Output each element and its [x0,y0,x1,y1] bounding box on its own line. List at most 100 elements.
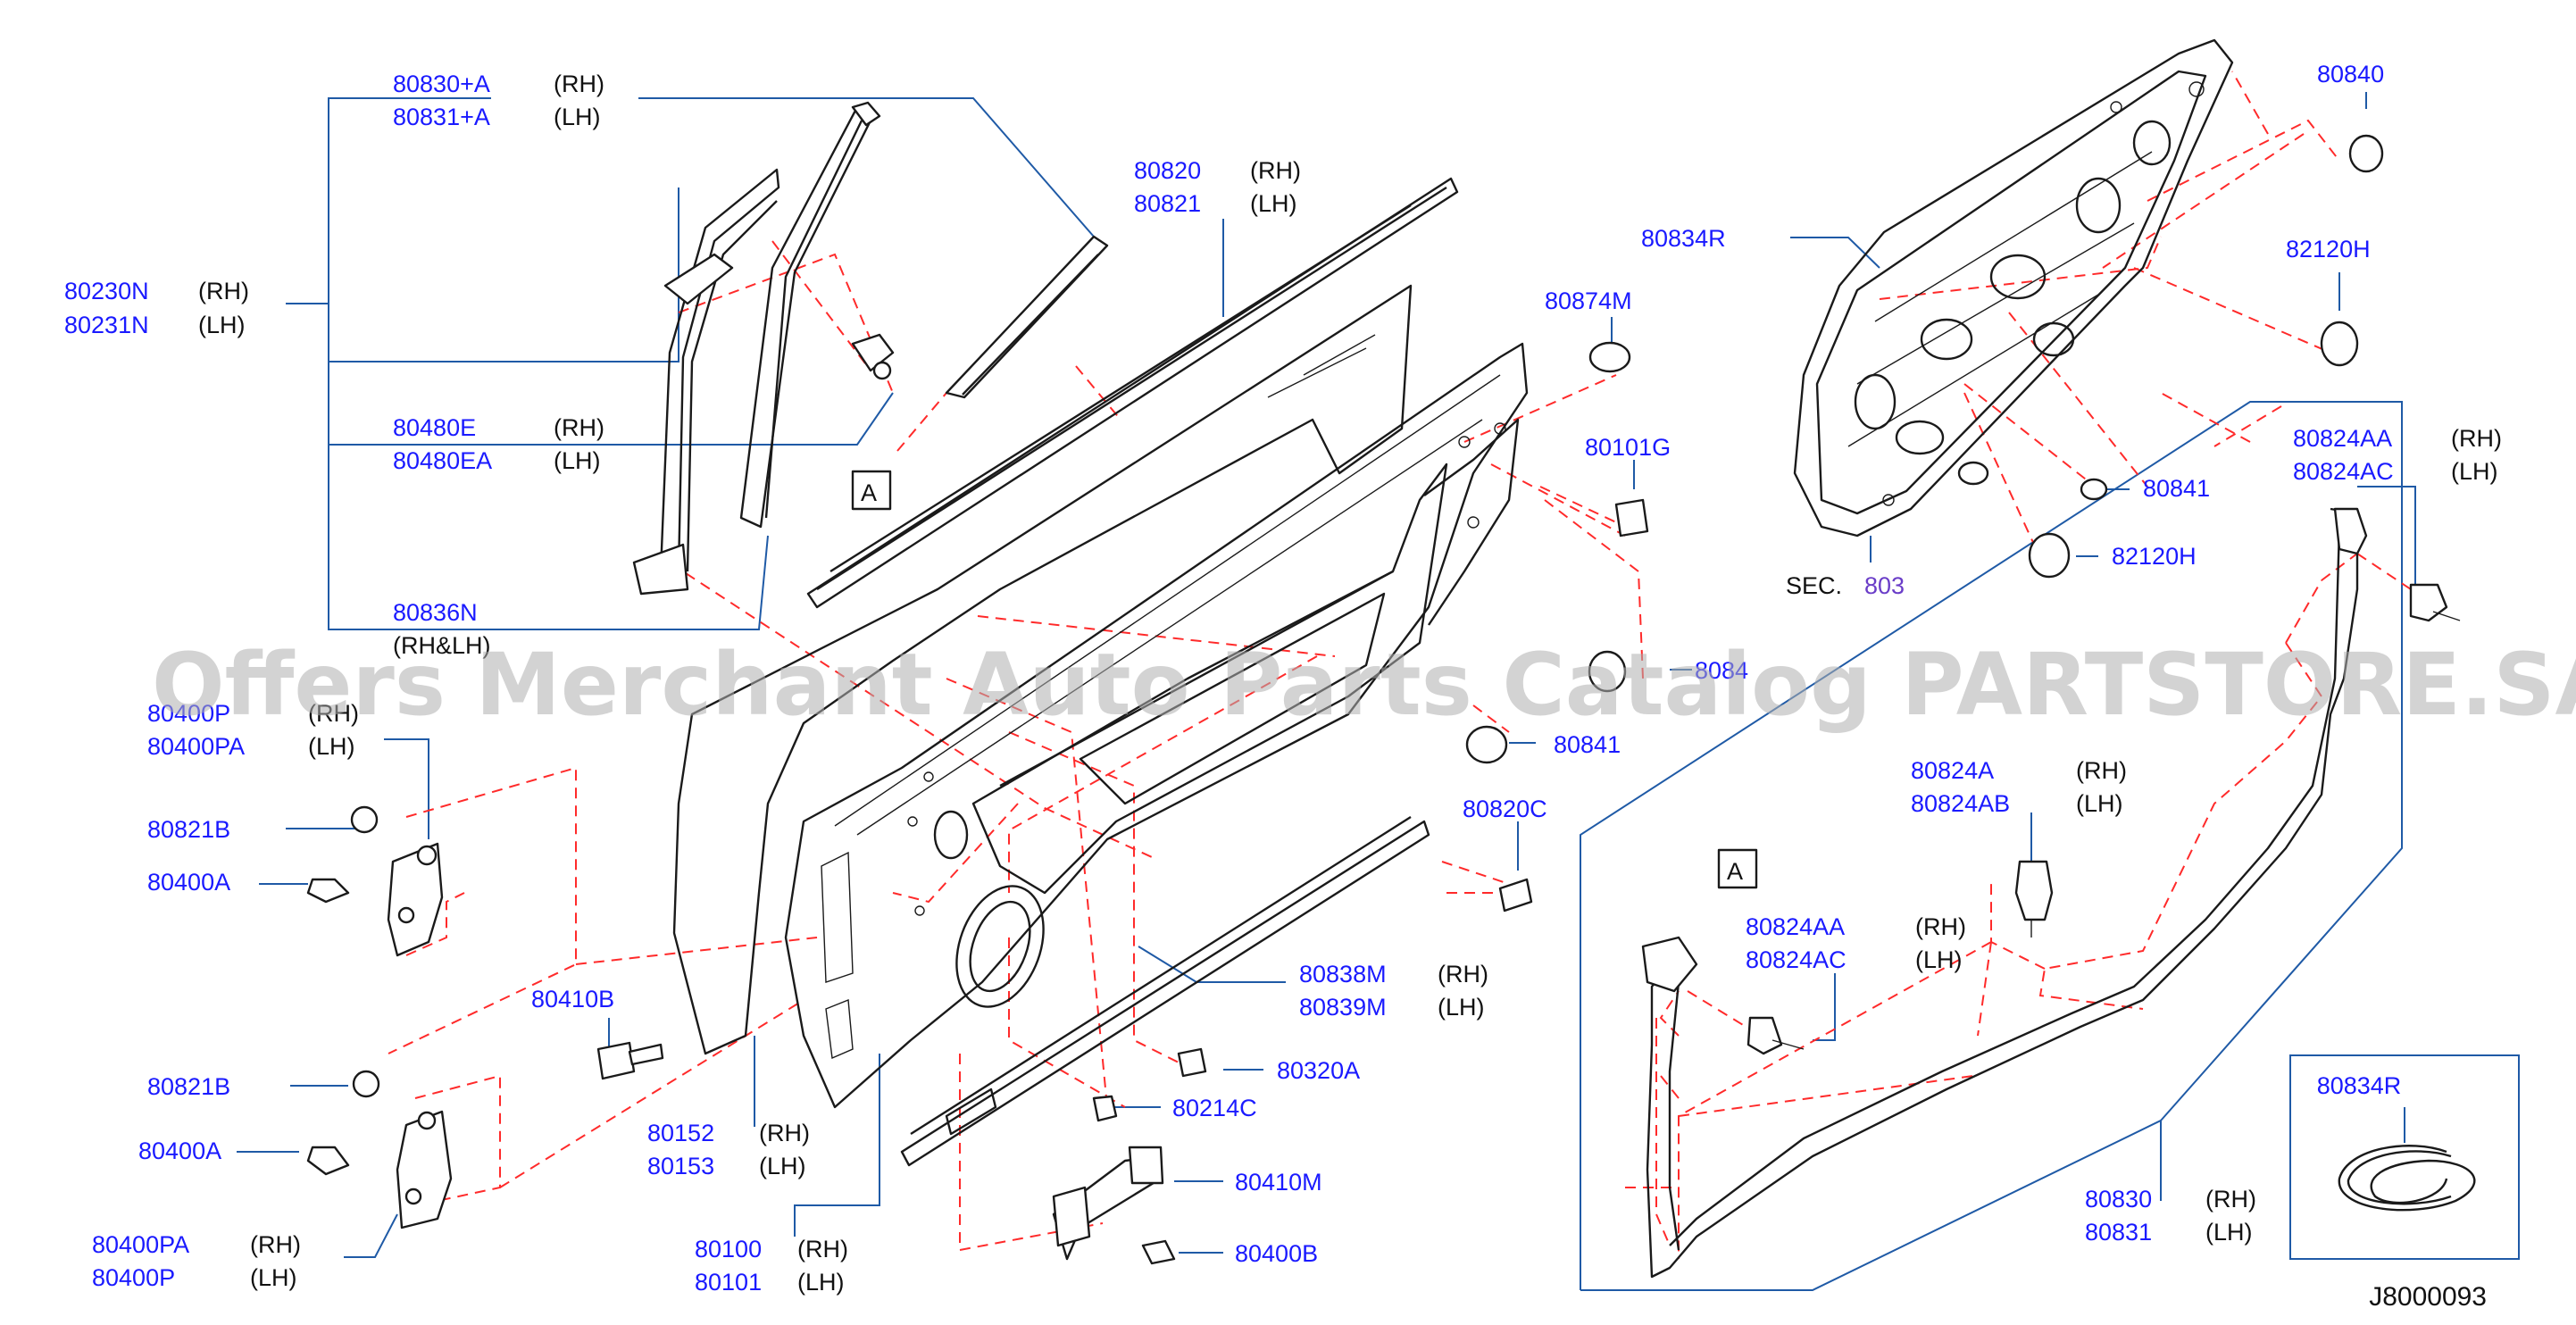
part-number-80840[interactable]: 80840 [2317,61,2384,88]
side-note-80824aa-a: (RH) [2451,425,2502,452]
side-note-80101: (LH) [797,1269,845,1296]
side-note-80400pa-a: (LH) [308,733,355,760]
part-number-80824aa-a[interactable]: 80824AA [2293,425,2392,452]
side-note-80153: (LH) [759,1153,806,1179]
door-inner-panel [784,342,1529,1109]
side-note-80824a: (RH) [2076,757,2127,784]
part-number-80824ab[interactable]: 80824AB [1911,790,2010,817]
part-number-80839m[interactable]: 80839M [1299,994,1387,1021]
part-number-80824ac-a[interactable]: 80824AC [2293,458,2394,485]
part-number-80480e[interactable]: 80480E [393,414,476,441]
window-sash-assembly [632,101,1109,596]
part-number-82120h-a[interactable]: 82120H [2286,236,2371,262]
section-prefix: SEC. [1786,572,1842,599]
door-outer-skin [672,284,1413,1055]
part-number-80841-b[interactable]: 80841 [1554,731,1621,758]
part-number-80100[interactable]: 80100 [695,1236,762,1262]
inset-box [2289,1054,2520,1260]
clips-80824 [1747,583,2461,1055]
side-note-80836n: (RH&LH) [393,632,491,659]
part-number-80152[interactable]: 80152 [647,1120,714,1146]
part-number-80834r[interactable]: 80834R [1641,225,1726,252]
part-number-82120h-b[interactable]: 82120H [2112,543,2197,570]
door-check-link [1052,1146,1176,1265]
inner-panel-80834r [1793,38,2234,538]
side-note-80400pa-b: (RH) [250,1231,301,1258]
part-number-80400pa-a[interactable]: 80400PA [147,733,245,760]
part-number-80836n[interactable]: 80836N [393,599,478,626]
side-note-80824ab: (LH) [2076,790,2123,817]
callout-a-right [1717,848,1758,889]
door-hinge-lower [306,1070,453,1229]
part-number-80838m[interactable]: 80838M [1299,961,1387,988]
part-number-80410b[interactable]: 80410B [531,986,614,1012]
callout-a-left [851,470,892,511]
side-note-80231n: (LH) [198,312,246,338]
part-number-80480ea[interactable]: 80480EA [393,447,492,474]
part-number-80214c[interactable]: 80214C [1172,1095,1257,1121]
part-number-80400a-a[interactable]: 80400A [147,869,230,896]
side-note-80480ea: (LH) [554,447,601,474]
side-note-80400f: (RH) [308,700,359,727]
section-number[interactable]: 803 [1864,572,1905,599]
part-number-80824ac-b[interactable]: 80824AC [1746,946,1847,973]
part-number-80230n[interactable]: 80230N [64,278,149,304]
part-number-80400f[interactable]: 80400P [147,700,230,727]
part-number-80400pa-b[interactable]: 80400PA [92,1231,189,1258]
belt-moulding [806,177,1459,609]
side-note-80152: (RH) [759,1120,810,1146]
side-note-80839m: (LH) [1438,994,1485,1021]
part-number-80320a[interactable]: 80320A [1277,1057,1360,1084]
callout-letter-left: A [861,479,877,506]
side-note-80821: (LH) [1250,190,1297,217]
inset-part-label[interactable]: 80834R [2317,1072,2402,1099]
callout-letter-right: A [1727,858,1743,885]
small-fasteners [596,341,1649,1122]
part-number-80821[interactable]: 80821 [1134,190,1201,217]
part-number-80400p[interactable]: 80400P [92,1264,175,1291]
part-number-80830[interactable]: 80830 [2085,1186,2152,1212]
side-note-80400p: (LH) [250,1264,297,1291]
part-number-8084x[interactable]: 8084 [1695,657,1748,684]
part-number-80824aa-b[interactable]: 80824AA [1746,913,1845,940]
leader-lines [237,92,2416,1291]
weatherstrip-80830 [1641,507,2368,1279]
side-note-80824ac-a: (LH) [2451,458,2498,485]
part-number-80821b-a[interactable]: 80821B [147,816,230,843]
side-note-80824aa-b: (RH) [1915,913,1966,940]
lower-sill-moulding [900,815,1430,1167]
watermark-text: Offers Merchant Auto Parts Catalog PARTS… [152,635,2576,735]
part-number-80830a[interactable]: 80830+A [393,71,490,97]
side-note-80824ac-b: (LH) [1915,946,1963,973]
plugs-and-caps [1465,134,2384,764]
door-hinge-upper [306,805,444,957]
part-number-80874m[interactable]: 80874M [1545,288,1632,314]
part-number-80153[interactable]: 80153 [647,1153,714,1179]
part-number-80821b-b[interactable]: 80821B [147,1073,230,1100]
side-note-80831a: (LH) [554,104,601,130]
side-note-80831: (LH) [2205,1219,2253,1246]
side-note-80830a: (RH) [554,71,604,97]
part-number-80831a[interactable]: 80831+A [393,104,490,130]
part-number-80841-a[interactable]: 80841 [2143,475,2210,502]
part-number-80831[interactable]: 80831 [2085,1219,2152,1246]
part-number-80101g[interactable]: 80101G [1585,434,1671,461]
part-number-80101[interactable]: 80101 [695,1269,762,1296]
side-note-80830: (RH) [2205,1186,2256,1212]
side-note-80230n: (RH) [198,278,249,304]
part-number-80400a-b[interactable]: 80400A [138,1138,221,1164]
side-note-80100: (RH) [797,1236,848,1262]
part-number-80231n[interactable]: 80231N [64,312,149,338]
part-number-80410m[interactable]: 80410M [1235,1169,1322,1196]
part-number-80820[interactable]: 80820 [1134,157,1201,184]
part-number-80824a[interactable]: 80824A [1911,757,1994,784]
part-number-80400b[interactable]: 80400B [1235,1240,1318,1267]
diagram-code: J8000093 [2369,1282,2487,1312]
side-note-80838m: (RH) [1438,961,1488,988]
side-note-80820: (RH) [1250,157,1301,184]
side-note-80480e: (RH) [554,414,604,441]
part-labels: 80830+A (RH) 80831+A (LH) 80230N (RH) 80231N (L… [64,61,2502,1296]
part-number-80820c[interactable]: 80820C [1463,796,1547,822]
